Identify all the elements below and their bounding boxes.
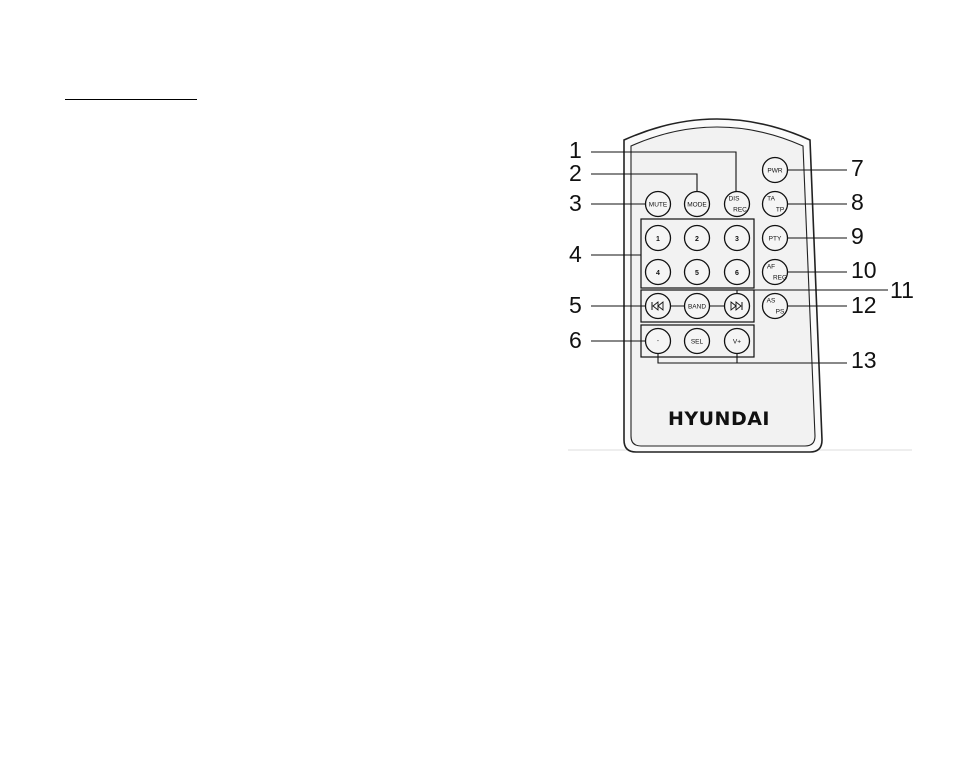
callout-13: 13 xyxy=(851,347,877,373)
sel-button[interactable]: SEL xyxy=(685,329,710,354)
ta-tp-button[interactable]: TA TP xyxy=(763,192,788,217)
callout-6: 6 xyxy=(569,327,582,353)
remote-body xyxy=(624,119,822,452)
svg-text:BAND: BAND xyxy=(688,304,706,311)
svg-text:PTY: PTY xyxy=(769,236,782,243)
callout-8: 8 xyxy=(851,189,864,215)
callout-3: 3 xyxy=(569,190,582,216)
svg-text:4: 4 xyxy=(656,270,660,277)
mute-button[interactable]: MUTE xyxy=(646,192,671,217)
svg-text:3: 3 xyxy=(735,236,739,243)
callout-7: 7 xyxy=(851,155,864,181)
mode-button[interactable]: MODE xyxy=(685,192,710,217)
power-button[interactable]: PWR xyxy=(763,158,788,183)
next-button[interactable] xyxy=(725,294,750,319)
number-4-button[interactable]: 4 xyxy=(646,260,671,285)
callout-4: 4 xyxy=(569,241,582,267)
brand-logo: HYUNDAI xyxy=(668,408,770,430)
callout-5: 5 xyxy=(569,292,582,318)
svg-text:PS: PS xyxy=(776,309,785,316)
dis-rec-button[interactable]: DIS REC xyxy=(725,192,750,217)
prev-button[interactable] xyxy=(646,294,671,319)
svg-text:6: 6 xyxy=(735,270,739,277)
band-button[interactable]: BAND xyxy=(685,294,710,319)
svg-text:REG: REG xyxy=(773,275,787,282)
pty-button[interactable]: PTY xyxy=(763,226,788,251)
svg-text:2: 2 xyxy=(695,236,699,243)
svg-text:TP: TP xyxy=(776,207,784,214)
af-reg-button[interactable]: AF REG xyxy=(763,260,788,285)
svg-text:TA: TA xyxy=(767,196,775,203)
callout-10: 10 xyxy=(851,257,877,283)
svg-text:REC: REC xyxy=(733,207,747,214)
svg-text:V+: V+ xyxy=(733,339,741,346)
svg-text:-: - xyxy=(657,338,659,345)
callout-2: 2 xyxy=(569,160,582,186)
svg-text:AS: AS xyxy=(767,298,776,305)
number-2-button[interactable]: 2 xyxy=(685,226,710,251)
number-5-button[interactable]: 5 xyxy=(685,260,710,285)
volume-up-button[interactable]: V+ xyxy=(725,329,750,354)
svg-text:5: 5 xyxy=(695,270,699,277)
number-1-button[interactable]: 1 xyxy=(646,226,671,251)
volume-down-button[interactable]: - xyxy=(646,329,671,354)
as-ps-button[interactable]: AS PS xyxy=(763,294,788,319)
svg-text:MODE: MODE xyxy=(687,202,707,209)
svg-text:SEL: SEL xyxy=(691,339,704,346)
svg-text:MUTE: MUTE xyxy=(649,202,668,209)
callout-11: 11 xyxy=(890,277,914,303)
svg-text:DIS: DIS xyxy=(729,196,741,203)
callout-12: 12 xyxy=(851,292,877,318)
callout-9: 9 xyxy=(851,223,864,249)
svg-text:1: 1 xyxy=(656,236,660,243)
number-3-button[interactable]: 3 xyxy=(725,226,750,251)
number-6-button[interactable]: 6 xyxy=(725,260,750,285)
svg-text:PWR: PWR xyxy=(767,168,782,175)
svg-text:AF: AF xyxy=(767,264,775,271)
